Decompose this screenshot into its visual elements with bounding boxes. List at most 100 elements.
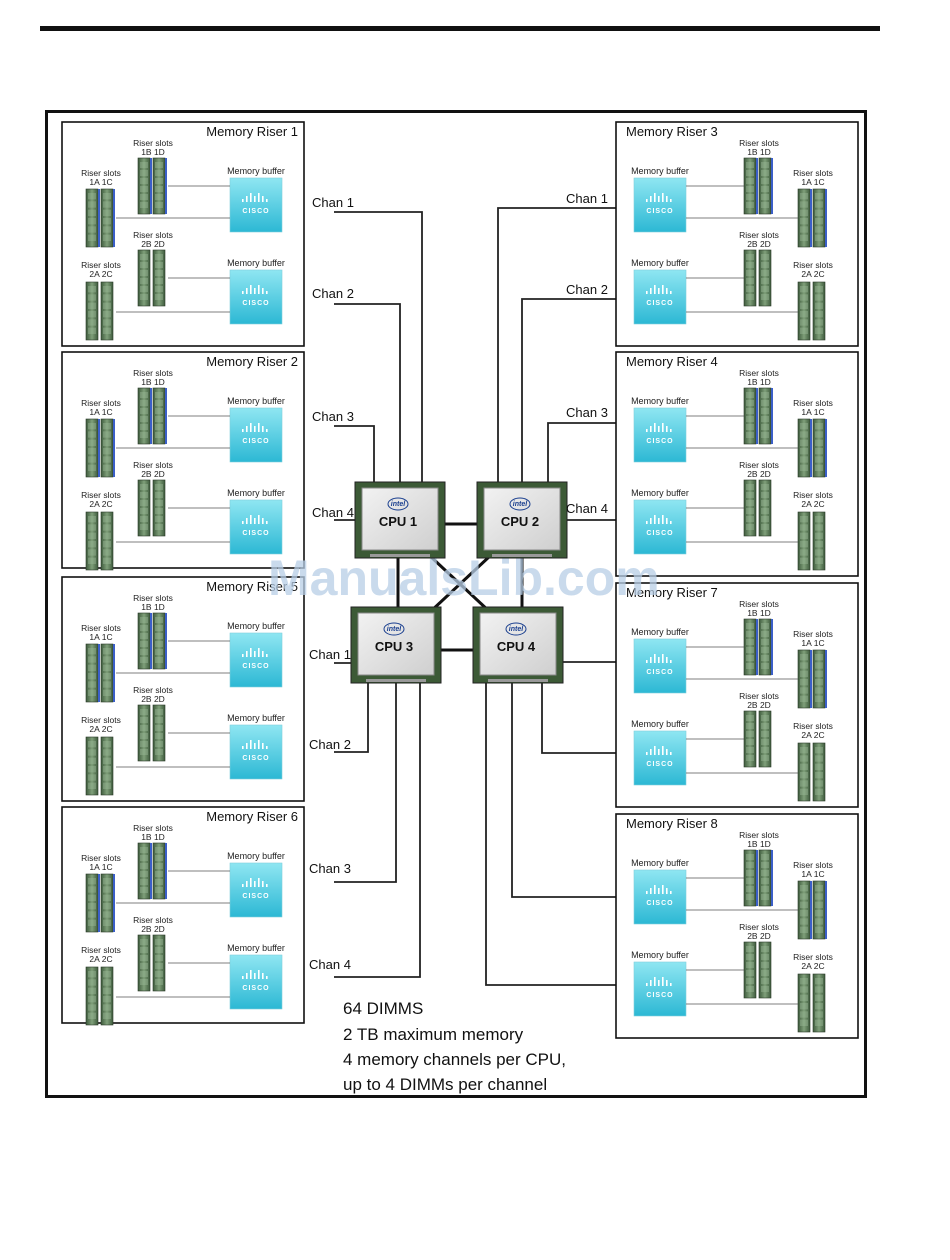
- dimm-chip: [815, 1011, 823, 1018]
- cpu-label: CPU 4: [497, 639, 536, 654]
- cisco-logo-bar: [658, 196, 660, 202]
- riser-slots-label: Riser slots: [739, 830, 779, 840]
- dimm-latch: [810, 881, 812, 939]
- dimm-chip: [746, 408, 754, 414]
- cisco-logo-bar: [658, 980, 660, 986]
- cisco-logo-bar: [650, 196, 652, 202]
- dimm-chip: [103, 749, 111, 756]
- dimm-chip: [103, 911, 111, 918]
- dimm-chip: [746, 731, 754, 737]
- dimm-latch: [810, 189, 812, 247]
- cisco-logo-bar: [242, 429, 244, 432]
- dimm-chip: [746, 294, 754, 300]
- dimm-chip: [140, 278, 148, 284]
- memory-buffer-chip: [633, 730, 687, 786]
- cisco-logo-bar: [650, 288, 652, 294]
- memory-buffer-label: Memory buffer: [631, 258, 689, 268]
- dimm-chip: [800, 755, 808, 762]
- dimm-chip: [800, 193, 808, 200]
- cisco-logo-bar: [246, 426, 248, 432]
- slot-2a2c-label: 2A 2C: [89, 954, 112, 964]
- dimm-chip: [88, 209, 96, 216]
- dimm-chip: [140, 262, 148, 268]
- dimm-chip: [140, 400, 148, 406]
- cisco-logo-bar: [646, 983, 648, 986]
- dimm-chip: [88, 774, 96, 781]
- dimm-chip: [761, 647, 769, 653]
- dimm-chip: [800, 218, 808, 225]
- dimm-chip: [815, 788, 823, 795]
- dimm-chip: [140, 424, 148, 430]
- dimm-chip: [761, 655, 769, 661]
- dimm-chip: [155, 879, 163, 885]
- dimm-chip: [140, 484, 148, 490]
- cisco-logo-bar: [262, 651, 264, 657]
- page-top-rule: [40, 26, 880, 31]
- dimm-chip: [746, 170, 754, 176]
- dimm-chip: [815, 448, 823, 455]
- dimm-chip: [761, 202, 769, 208]
- dimm-chip: [140, 649, 148, 655]
- dimm-chip: [103, 648, 111, 655]
- cisco-logo-text: CISCO: [646, 300, 673, 307]
- dimm-module: [100, 966, 114, 1026]
- memory-buffer-label: Memory buffer: [631, 396, 689, 406]
- cisco-logo-bar: [266, 746, 268, 749]
- dimm-chip: [88, 456, 96, 463]
- dimm-chip: [103, 319, 111, 326]
- riser-slots-label: Riser slots: [133, 593, 173, 603]
- dimm-chip: [761, 986, 769, 992]
- dimm-chip: [815, 234, 823, 241]
- cisco-logo-text: CISCO: [646, 438, 673, 445]
- memory-buffer-chip: [229, 269, 283, 325]
- dimm-chip: [815, 755, 823, 762]
- dimm-module: [100, 736, 114, 796]
- dimm-chip: [761, 484, 769, 490]
- watermark-text: ManualsLib.com: [268, 550, 660, 606]
- cisco-logo-bar: [666, 288, 668, 294]
- dimm-chip: [746, 400, 754, 406]
- dimm-chip: [746, 878, 754, 884]
- riser-slots-label: Riser slots: [81, 168, 121, 178]
- channel-wire: [334, 211, 423, 482]
- slot-1b1d-label: 1B 1D: [747, 147, 771, 157]
- dimm-chip: [800, 516, 808, 523]
- cisco-logo-text: CISCO: [242, 985, 269, 992]
- chan-2-label: Chan 2: [309, 737, 351, 752]
- cisco-logo-bar: [670, 660, 672, 663]
- memory-buffer-chip: [229, 862, 283, 918]
- riser-slots-label: Riser slots: [133, 685, 173, 695]
- dimm-chip: [800, 541, 808, 548]
- dimm-module: [758, 249, 772, 307]
- dimm-chip: [815, 893, 823, 900]
- slot-1a1c-label: 1A 1C: [89, 862, 112, 872]
- dimm-latch: [771, 388, 773, 444]
- dimm-chip: [140, 947, 148, 953]
- cisco-logo-bar: [254, 426, 256, 432]
- dimm-chip: [761, 731, 769, 737]
- dimm-chip: [761, 262, 769, 268]
- dimm-chip: [88, 319, 96, 326]
- dimm-chip: [140, 863, 148, 869]
- dimm-chip: [800, 302, 808, 309]
- dimm-chip: [815, 311, 823, 318]
- cisco-logo-bar: [250, 970, 252, 979]
- dimm-chip: [815, 1003, 823, 1010]
- dimm-chip: [800, 557, 808, 564]
- cisco-logo-bar: [670, 752, 672, 755]
- dimm-chip: [140, 879, 148, 885]
- memory-buffer-chip: [229, 632, 283, 688]
- channel-wire: [547, 422, 636, 482]
- dimm-chip: [761, 286, 769, 292]
- dimm-module: [797, 742, 811, 802]
- riser-slots-label: Riser slots: [739, 230, 779, 240]
- dimm-chip: [103, 681, 111, 688]
- cisco-logo-text: CISCO: [646, 530, 673, 537]
- dimm-chip: [800, 670, 808, 677]
- dimm-chip: [140, 963, 148, 969]
- dimm-chip: [800, 926, 808, 933]
- intel-logo-icon: [509, 497, 531, 511]
- dimm-chip: [103, 996, 111, 1003]
